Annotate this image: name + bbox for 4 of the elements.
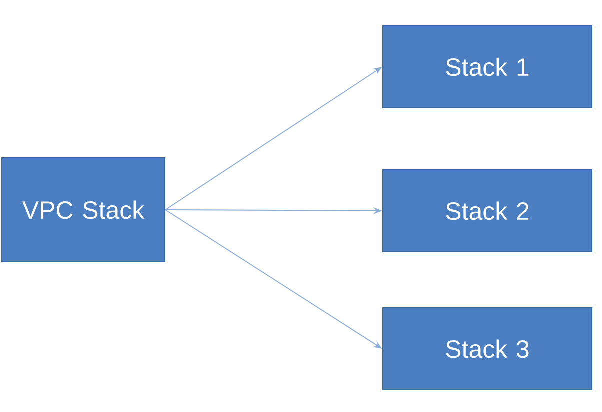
process-box: Stack 2: [382, 170, 592, 252]
process-box: VPC Stack: [2, 158, 166, 262]
process-box: Stack 1: [382, 26, 592, 108]
process-box: Stack 3: [382, 307, 592, 390]
